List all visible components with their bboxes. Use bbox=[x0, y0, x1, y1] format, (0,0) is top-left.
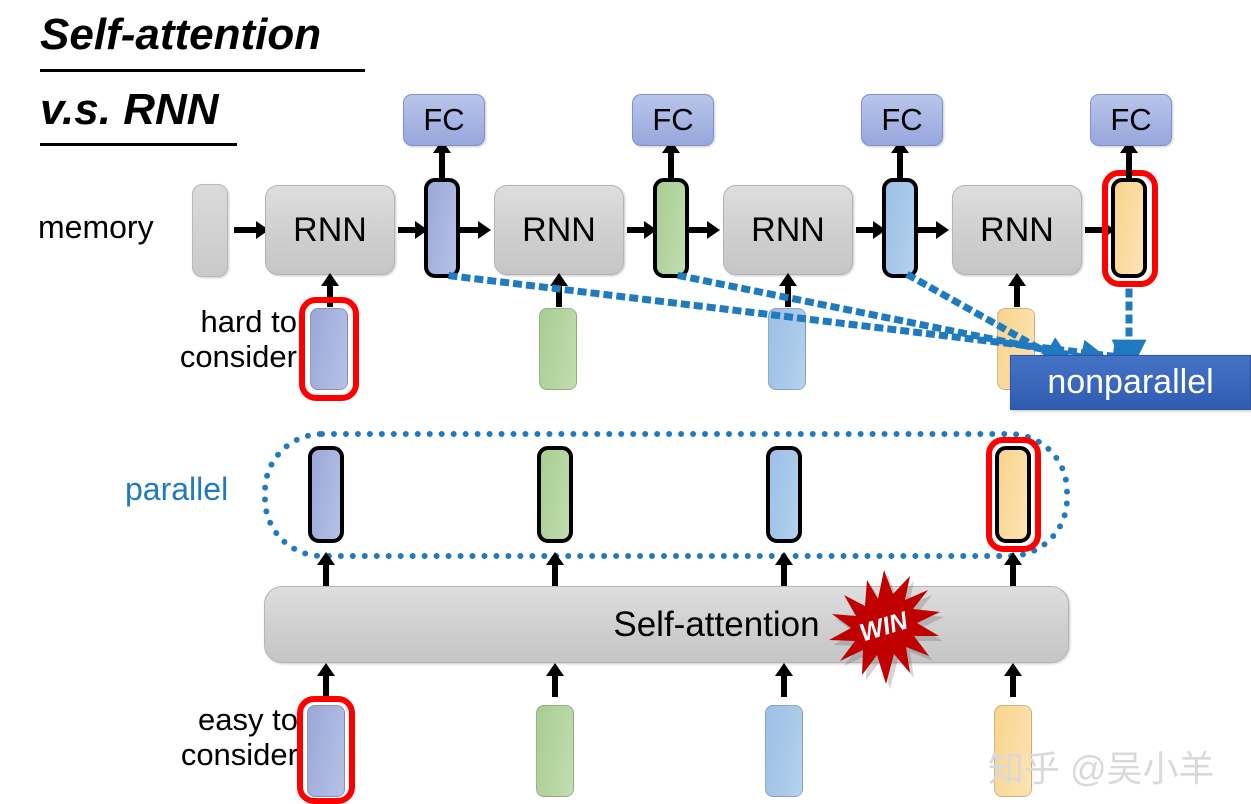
self-attention-output-vector-3 bbox=[766, 446, 802, 543]
self-attention-output-vector-2 bbox=[537, 446, 573, 543]
rnn-input-vector-2 bbox=[539, 308, 577, 390]
arrow-h2-to-rnn3-shaft bbox=[688, 227, 707, 233]
arrow-rnn3-to-h3-shaft bbox=[856, 227, 873, 233]
title-underline-2 bbox=[40, 143, 237, 146]
title-line-2: v.s. RNN bbox=[40, 85, 219, 134]
parallel-group-outline bbox=[262, 431, 1070, 559]
rnn-cell-2: RNN bbox=[494, 185, 624, 275]
nonparallel-banner: nonparallel bbox=[1010, 355, 1251, 410]
hard-to-consider-line-2: consider bbox=[179, 338, 297, 374]
arrow-h2-to-rnn3-head bbox=[707, 221, 720, 239]
arrow-input4-to-rnn4-shaft bbox=[1014, 283, 1020, 307]
rnn-cell-4: RNN bbox=[952, 185, 1082, 275]
watermark: 知乎 @吴小羊 bbox=[988, 748, 1215, 789]
highlight-ring-hidden-state-4 bbox=[1102, 170, 1158, 287]
memory-label: memory bbox=[38, 209, 154, 245]
hidden-state-vector-3 bbox=[882, 178, 918, 278]
self-attention-output-vector-1 bbox=[308, 446, 344, 543]
arrow-sa-to-out3-shaft bbox=[781, 563, 787, 587]
arrow-sa-to-out2-head bbox=[546, 552, 564, 565]
parallel-label: parallel bbox=[125, 471, 229, 507]
sequence-input-vector-4 bbox=[994, 705, 1032, 797]
arrow-in2-to-sa-shaft bbox=[552, 673, 558, 697]
highlight-ring-sequence-input-1 bbox=[297, 696, 355, 804]
hard-to-consider-label: hard to consider bbox=[147, 304, 297, 374]
arrow-input1-to-rnn1-head bbox=[321, 273, 339, 286]
easy-to-consider-line-1: easy to bbox=[198, 702, 298, 737]
arrow-h3-to-fc3-shaft bbox=[897, 150, 903, 180]
arrow-in4-to-sa-head bbox=[1004, 663, 1022, 676]
rnn-input-vector-3 bbox=[768, 308, 806, 390]
arrow-rnn4-to-h4-shaft bbox=[1085, 227, 1102, 233]
hidden-state-vector-2 bbox=[653, 178, 689, 278]
self-attention-output-vector-4 bbox=[995, 446, 1031, 543]
arrow-input2-to-rnn2-head bbox=[550, 273, 568, 286]
title-line-1: Self-attention bbox=[40, 10, 322, 59]
easy-to-consider-line-2: consider bbox=[180, 736, 298, 772]
arrow-sa-to-out4-head bbox=[1004, 552, 1022, 565]
hidden-state-vector-4 bbox=[1111, 178, 1147, 278]
arrow-h1-to-rnn2-shaft bbox=[459, 227, 478, 233]
sequence-input-vector-2 bbox=[536, 705, 574, 797]
arrow-h4-to-fc4-shaft bbox=[1126, 150, 1132, 180]
arrow-input1-to-rnn1-shaft bbox=[327, 283, 333, 307]
hidden-state-vector-1 bbox=[424, 178, 460, 278]
arrow-input2-to-rnn2-shaft bbox=[556, 283, 562, 307]
rnn-cell-1: RNN bbox=[265, 185, 395, 275]
sequence-input-vector-1 bbox=[307, 705, 345, 797]
rnn-input-vector-1 bbox=[310, 308, 348, 390]
hard-to-consider-line-1: hard to bbox=[200, 304, 297, 339]
memory-slab bbox=[192, 184, 228, 277]
arrow-sa-to-out2-shaft bbox=[552, 563, 558, 587]
arrow-in1-to-sa-shaft bbox=[323, 673, 329, 697]
arrow-memory-to-rnn1-shaft bbox=[234, 227, 256, 233]
arrow-in2-to-sa-head bbox=[546, 663, 564, 676]
arrow-rnn2-to-h2-shaft bbox=[627, 227, 644, 233]
arrow-sa-to-out4-shaft bbox=[1010, 563, 1016, 587]
rnn-cell-3: RNN bbox=[723, 185, 853, 275]
fc-box-3: FC bbox=[861, 94, 943, 146]
self-attention-label: Self-attention bbox=[613, 604, 820, 644]
self-attention-block: Self-attention bbox=[264, 586, 1069, 663]
arrow-h3-to-rnn4-head bbox=[936, 221, 949, 239]
arrow-h1-to-rnn2-head bbox=[478, 221, 491, 239]
arrow-input4-to-rnn4-head bbox=[1008, 273, 1026, 286]
dotted-arrow-h3-to-nonparallel bbox=[905, 271, 1078, 370]
arrow-input3-to-rnn3-head bbox=[779, 273, 797, 286]
arrow-h1-to-fc1-shaft bbox=[439, 150, 445, 180]
arrow-sa-to-out1-shaft bbox=[323, 563, 329, 587]
fc-box-1: FC bbox=[403, 94, 485, 146]
arrow-in3-to-sa-head bbox=[775, 663, 793, 676]
arrow-h3-to-rnn4-shaft bbox=[917, 227, 936, 233]
arrow-h2-to-fc2-shaft bbox=[668, 150, 674, 180]
arrow-in4-to-sa-shaft bbox=[1010, 673, 1016, 697]
highlight-ring-self-attention-output-4 bbox=[986, 437, 1041, 552]
sequence-input-vector-3 bbox=[765, 705, 803, 797]
arrow-sa-to-out3-head bbox=[775, 552, 793, 565]
highlight-ring-rnn-input-1 bbox=[299, 297, 359, 401]
arrow-in3-to-sa-shaft bbox=[781, 673, 787, 697]
title-underline-1 bbox=[40, 69, 365, 72]
arrow-input3-to-rnn3-shaft bbox=[785, 283, 791, 307]
arrow-rnn1-to-h1-shaft bbox=[398, 227, 415, 233]
fc-box-4: FC bbox=[1090, 94, 1172, 146]
fc-box-2: FC bbox=[632, 94, 714, 146]
arrow-sa-to-out1-head bbox=[317, 552, 335, 565]
easy-to-consider-label: easy to consider bbox=[150, 702, 298, 772]
arrow-in1-to-sa-head bbox=[317, 663, 335, 676]
